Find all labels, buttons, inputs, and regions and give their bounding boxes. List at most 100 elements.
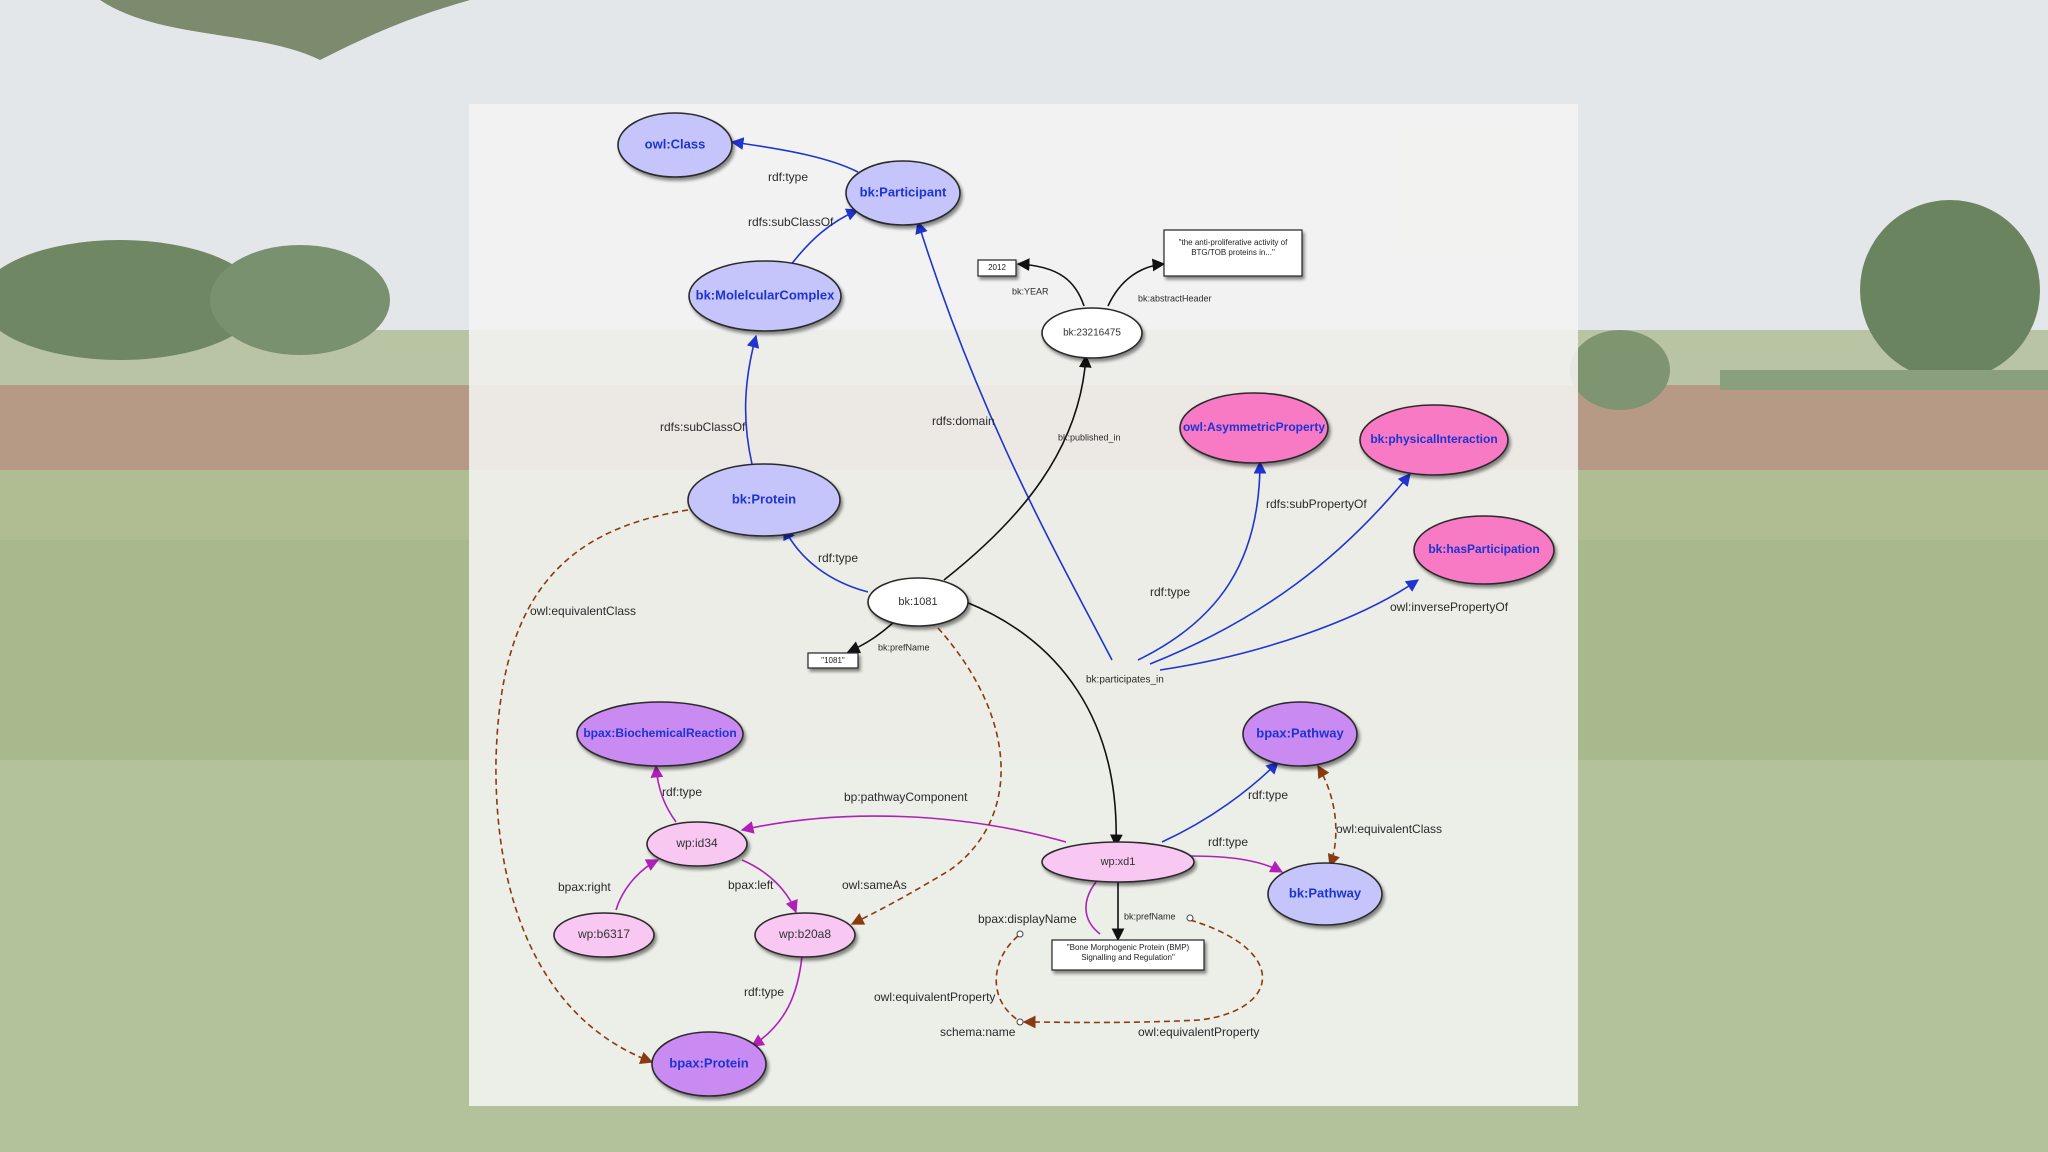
literal-prefname-text: "1081" bbox=[821, 656, 845, 665]
node-wp-b20a8[interactable]: wp:b20a8 bbox=[754, 912, 856, 958]
node-owl-asymmetric-label: owl:AsymmetricProperty bbox=[1183, 420, 1325, 434]
edge-label: rdfs:domain bbox=[932, 414, 995, 428]
node-wp-id34[interactable]: wp:id34 bbox=[646, 821, 748, 867]
node-owl-class[interactable]: owl:Class bbox=[617, 112, 733, 178]
schema-name-anchor bbox=[1016, 1018, 1024, 1026]
edge-wpx-pathway bbox=[1161, 761, 1279, 843]
edge-labels: rdf:type rdfs:subClassOf rdfs:subClassOf… bbox=[530, 170, 1509, 1039]
edge-participates-domain bbox=[915, 220, 1113, 661]
node-wp-b6317-label: wp:b6317 bbox=[577, 927, 630, 941]
edge-label: rdf:type bbox=[1150, 585, 1190, 599]
edge-label: bk:YEAR bbox=[1012, 286, 1049, 296]
node-wp-b6317[interactable]: wp:b6317 bbox=[553, 912, 655, 958]
edge-label: bpax:left bbox=[728, 878, 774, 892]
node-bk-1081[interactable]: bk:1081 bbox=[867, 577, 969, 627]
edge-complex-participant bbox=[789, 208, 860, 267]
edge-displayname-equivalent bbox=[995, 935, 1019, 1021]
edge-label: rdf:type bbox=[744, 985, 784, 999]
edge-1081-b20a8 bbox=[850, 627, 1002, 925]
node-bk-participant[interactable]: bk:Participant bbox=[845, 160, 961, 226]
node-bpax-biochemical-reaction-label: bpax:BiochemicalReaction bbox=[583, 726, 736, 740]
edge-protein-bpaxprotein bbox=[495, 509, 689, 1064]
literal-prefname: "1081" bbox=[807, 652, 859, 669]
node-bpax-pathway[interactable]: bpax:Pathway bbox=[1242, 701, 1358, 767]
node-bk-pathway[interactable]: bk:Pathway bbox=[1267, 862, 1383, 926]
edge-protein-complex bbox=[744, 334, 760, 465]
edge-label: rdf:type bbox=[1208, 835, 1248, 849]
edge-label: owl:equivalentProperty bbox=[1138, 1025, 1259, 1039]
edge-id34-b20a8 bbox=[741, 859, 798, 914]
node-bk-publication-label: bk:23216475 bbox=[1063, 328, 1121, 339]
edge-participates-physical bbox=[1149, 473, 1411, 665]
edge-wpx-id34 bbox=[740, 815, 1067, 843]
node-bk-molecular-complex-label: bk:MolelcularComplex bbox=[696, 287, 835, 302]
node-bk-protein-label: bk:Protein bbox=[732, 491, 796, 506]
edge-label: bpax:displayName bbox=[978, 912, 1077, 926]
edge-label: rdfs:subPropertyOf bbox=[1266, 497, 1367, 511]
edge-label: rdf:type bbox=[662, 785, 702, 799]
edge-b6317-id34 bbox=[615, 859, 660, 911]
edge-participates-hasparticipation bbox=[1159, 579, 1420, 671]
node-owl-class-label: owl:Class bbox=[645, 136, 706, 151]
edge-pathway-equivalent bbox=[1317, 764, 1340, 868]
node-wp-wpx-label: wp:xd1 bbox=[1100, 856, 1136, 868]
edge-label: owl:equivalentClass bbox=[530, 604, 636, 618]
literal-year-text: 2012 bbox=[988, 263, 1006, 272]
literal-boxes: 2012 "the anti-proliferative activity of… bbox=[807, 229, 1303, 971]
node-bk-publication[interactable]: bk:23216475 bbox=[1041, 307, 1143, 359]
edges bbox=[495, 137, 1420, 1064]
node-owl-asymmetric[interactable]: owl:AsymmetricProperty bbox=[1179, 392, 1329, 464]
edge-participant-class bbox=[730, 137, 859, 173]
edge-label: rdfs:subClassOf bbox=[660, 420, 746, 434]
edge-label: rdf:type bbox=[768, 170, 808, 184]
nodes: owl:Class bk:Participant bk:MolelcularCo… bbox=[553, 112, 1555, 1097]
literal-abstract-text: "the anti-proliferative activity of BTG/… bbox=[1178, 238, 1288, 257]
edge-label: bp:pathwayComponent bbox=[844, 790, 968, 804]
edge-label: bk:prefName bbox=[1124, 911, 1176, 921]
literal-displayname-text: "Bone Morphogenic Protein (BMP) Signalli… bbox=[1066, 943, 1190, 962]
literal-year: 2012 bbox=[977, 259, 1017, 277]
edge-prefname-equivalent bbox=[1022, 919, 1264, 1029]
edge-1081-prefname bbox=[846, 619, 897, 654]
node-bk-molecular-complex[interactable]: bk:MolelcularComplex bbox=[688, 260, 842, 332]
edge-label: bk:abstractHeader bbox=[1138, 293, 1212, 303]
literal-displayname: "Bone Morphogenic Protein (BMP) Signalli… bbox=[1051, 939, 1205, 971]
node-wp-id34-label: wp:id34 bbox=[675, 836, 718, 850]
edge-label: rdfs:subClassOf bbox=[748, 215, 834, 229]
node-bpax-pathway-label: bpax:Pathway bbox=[1256, 725, 1344, 740]
edge-label: bk:published_in bbox=[1058, 432, 1121, 442]
display-name-anchor bbox=[1016, 930, 1024, 938]
edge-label: bk:prefName bbox=[878, 642, 930, 652]
node-bk-has-participation[interactable]: bk:hasParticipation bbox=[1413, 515, 1555, 585]
edge-label: schema:name bbox=[940, 1025, 1016, 1039]
edge-b20a8-bpaxprotein bbox=[750, 955, 803, 1047]
edge-publication-year bbox=[1016, 258, 1085, 307]
edge-label: owl:equivalentClass bbox=[1336, 822, 1442, 836]
node-bk-participant-label: bk:Participant bbox=[860, 184, 947, 199]
edge-1081-wpx bbox=[965, 601, 1123, 848]
node-bk-physical-interaction[interactable]: bk:physicalInteraction bbox=[1359, 404, 1509, 476]
node-bpax-biochemical-reaction[interactable]: bpax:BiochemicalReaction bbox=[576, 701, 744, 767]
edge-1081-protein bbox=[783, 526, 869, 593]
node-bk-has-participation-label: bk:hasParticipation bbox=[1428, 542, 1539, 556]
edge-participates-asymmetric bbox=[1137, 460, 1267, 661]
edge-label: owl:equivalentProperty bbox=[874, 990, 995, 1004]
edge-label: bpax:right bbox=[558, 880, 611, 894]
node-bk-1081-label: bk:1081 bbox=[898, 596, 937, 608]
edge-label: rdf:type bbox=[818, 551, 858, 565]
edge-label: owl:inversePropertyOf bbox=[1390, 600, 1509, 614]
node-bk-physical-interaction-label: bk:physicalInteraction bbox=[1370, 432, 1497, 446]
node-wp-b20a8-label: wp:b20a8 bbox=[778, 927, 831, 941]
edge-id34-reaction bbox=[650, 764, 677, 823]
literal-abstract: "the anti-proliferative activity of BTG/… bbox=[1163, 229, 1303, 277]
node-bk-protein[interactable]: bk:Protein bbox=[687, 463, 841, 537]
node-bpax-protein-label: bpax:Protein bbox=[669, 1055, 749, 1070]
node-wp-wpx[interactable]: wp:xd1 bbox=[1041, 841, 1195, 883]
edge-1081-publication bbox=[943, 354, 1092, 581]
node-bpax-protein[interactable]: bpax:Protein bbox=[651, 1031, 767, 1097]
edge-label: owl:sameAs bbox=[842, 878, 907, 892]
edge-label: rdf:type bbox=[1248, 788, 1288, 802]
edge-wpx-displayname-curve bbox=[1085, 881, 1101, 935]
node-bk-pathway-label: bk:Pathway bbox=[1289, 885, 1362, 900]
